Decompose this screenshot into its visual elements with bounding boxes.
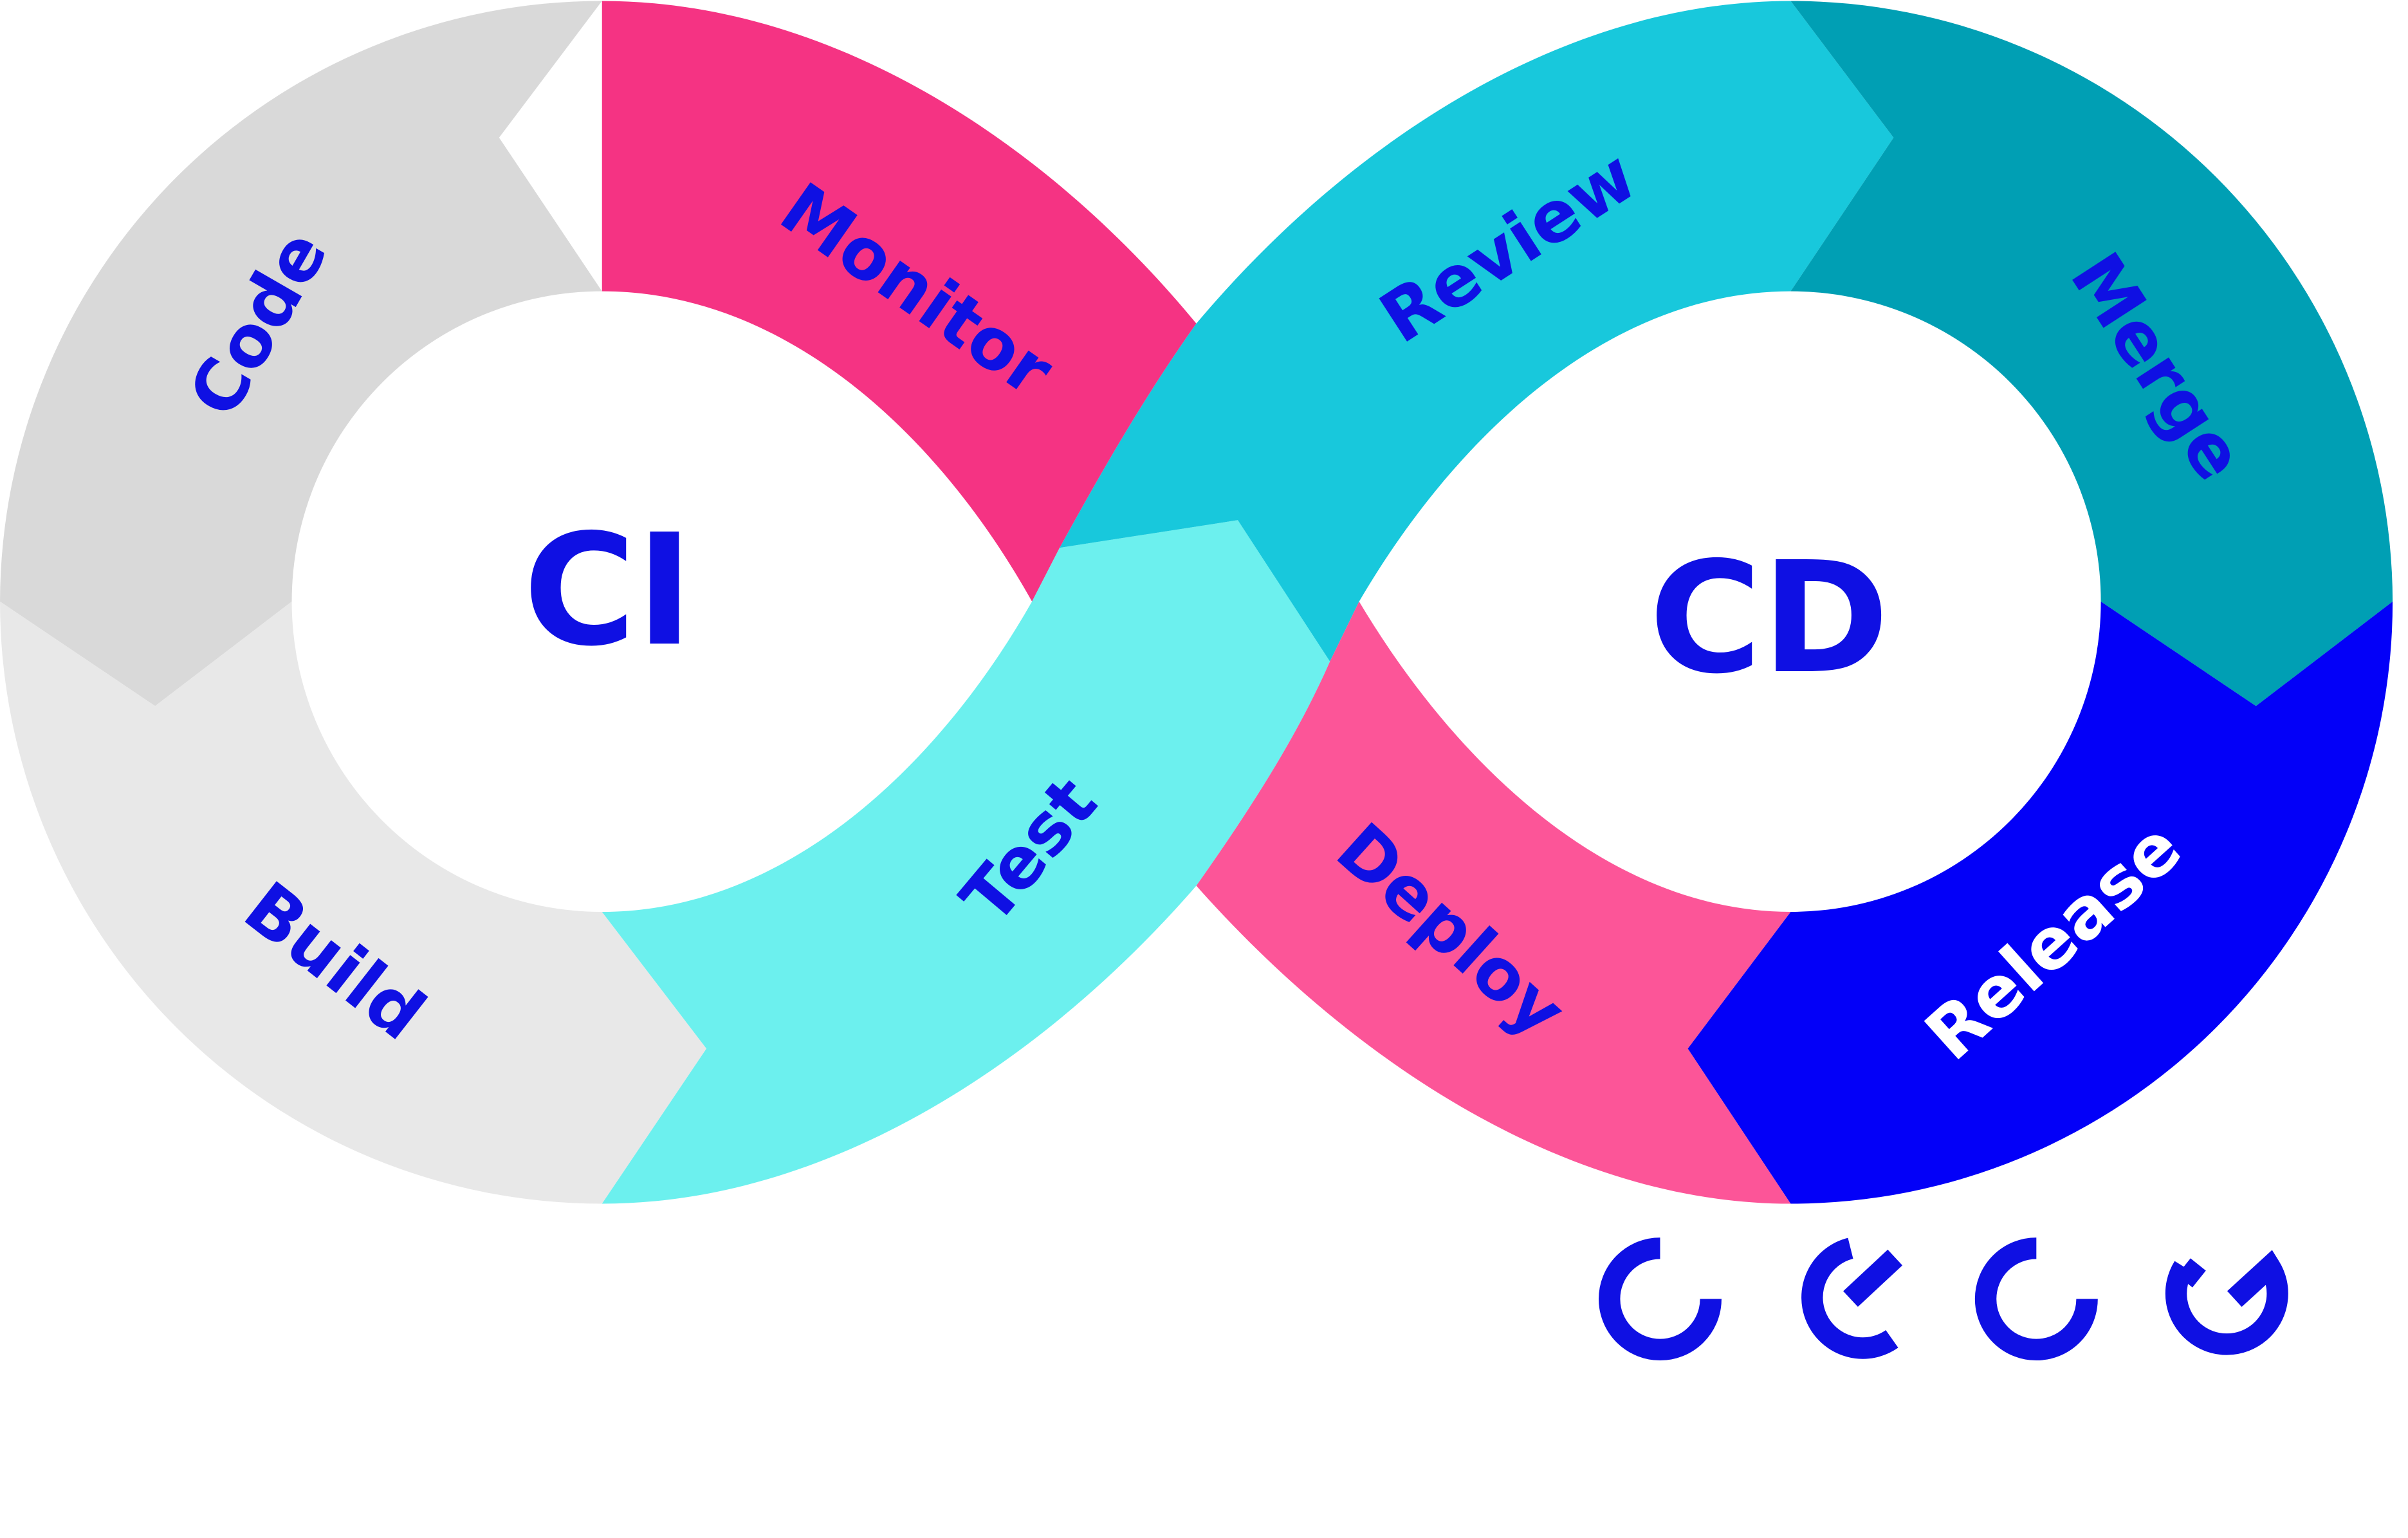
- segment-code: [0, 1, 602, 707]
- segment-merge: [1790, 1, 2393, 707]
- logo-glyph-3: [1974, 1237, 2098, 1361]
- segment-monitor: [602, 1, 1197, 602]
- segment-build: [0, 601, 707, 1204]
- logo-glyph-4: [2165, 1250, 2288, 1355]
- logo-mark: [1599, 1237, 2288, 1361]
- segment-deploy: [1196, 601, 1791, 1204]
- logo-glyph-2: [1801, 1237, 1903, 1359]
- segment-release: [1687, 601, 2393, 1204]
- cd-label: CD: [1649, 529, 1889, 708]
- segment-review: [1060, 1, 1894, 662]
- segment-test: [602, 520, 1330, 1204]
- ci-label: CI: [523, 501, 693, 680]
- logo-glyph-1: [1599, 1237, 1722, 1361]
